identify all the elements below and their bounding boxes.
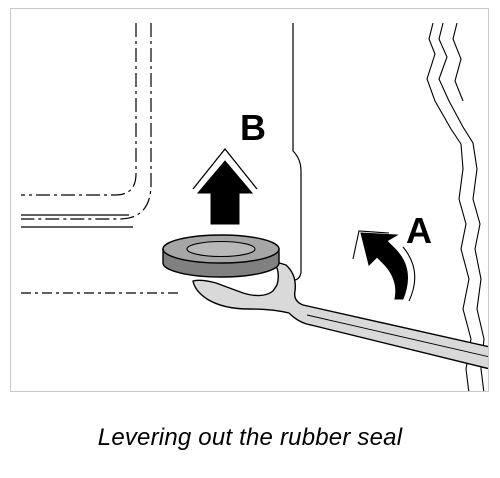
wrench-tool [192, 260, 488, 370]
door-panel-outline [21, 23, 302, 294]
figure-caption: Levering out the rubber seal [97, 424, 403, 451]
illustration: A B [21, 22, 488, 391]
arrow-b-up [192, 147, 258, 225]
rubber-seal [162, 234, 280, 278]
figure-frame: A B [10, 8, 489, 392]
label-a: A [406, 210, 432, 251]
right-edge-outline [426, 22, 485, 391]
arrow-a-curved [352, 230, 416, 302]
label-b: B [240, 107, 266, 148]
